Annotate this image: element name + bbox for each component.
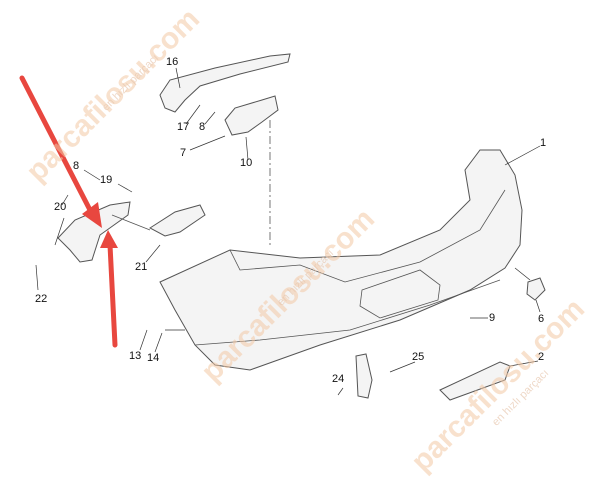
callout-22: 22 [35, 293, 48, 305]
callout-20: 20 [54, 201, 67, 213]
bracket-part-21 [149, 204, 206, 237]
callout-10: 10 [240, 157, 253, 169]
callout-13: 13 [129, 350, 142, 362]
callout-17: 17 [177, 121, 190, 133]
red-arrow-up [100, 230, 118, 348]
callout-1: 1 [540, 137, 547, 149]
callout-8b: 8 [73, 160, 80, 172]
side-bracket-part-10 [224, 95, 279, 136]
leader-lines [35, 67, 541, 396]
bracket-part-24 [355, 353, 373, 399]
callout-8: 8 [199, 121, 206, 133]
callout-16: 16 [166, 56, 179, 68]
rear-bumper-part-1 [159, 149, 523, 371]
callout-2: 2 [538, 351, 545, 363]
callout-14: 14 [147, 352, 160, 364]
callout-24: 24 [332, 373, 345, 385]
cover-part-6 [526, 277, 546, 301]
callout-6: 6 [538, 313, 545, 325]
side-trim-part-2 [439, 361, 511, 401]
upper-retainer-part-16 [159, 53, 291, 113]
callout-21: 21 [135, 261, 148, 273]
callout-7: 7 [180, 147, 187, 159]
bumper-parts-diagram [19, 53, 546, 401]
callout-19: 19 [100, 174, 113, 186]
callout-9: 9 [489, 312, 496, 324]
red-arrow-down [19, 75, 102, 228]
callout-25: 25 [412, 351, 425, 363]
